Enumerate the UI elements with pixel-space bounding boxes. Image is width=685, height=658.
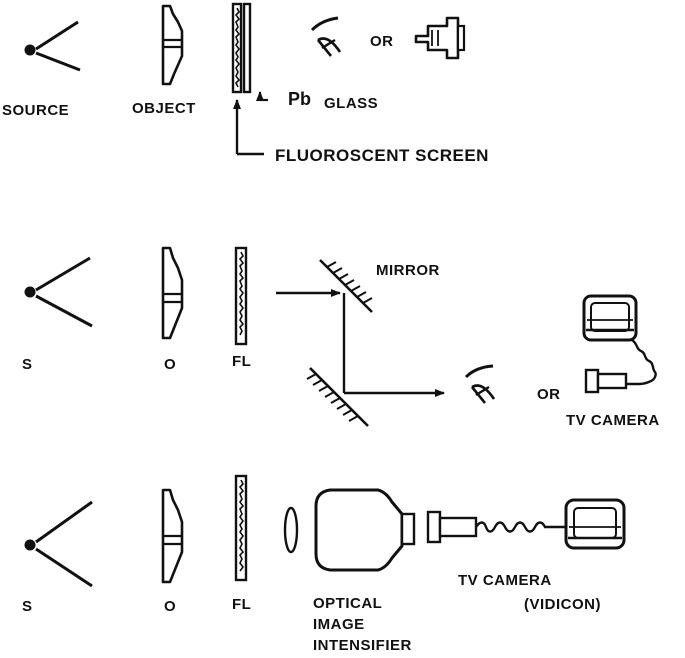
object-icon <box>161 4 184 86</box>
or-label: OR <box>370 33 394 50</box>
optical-label: OPTICAL <box>313 595 383 612</box>
source-label: SOURCE <box>2 102 70 119</box>
source-abbrev-label: S <box>22 356 33 373</box>
fluorescent-screen-pointer <box>233 99 264 156</box>
object-label: OBJECT <box>132 100 196 117</box>
fluorescent-screen-icon <box>234 246 248 346</box>
mirror-icon <box>306 367 369 427</box>
fluorescent-screen-icon <box>231 2 252 94</box>
image-label: IMAGE <box>313 616 365 633</box>
fluorescent-abbrev-label: FL <box>232 596 252 613</box>
object-icon <box>161 488 184 584</box>
source-icon <box>24 500 93 588</box>
lens-icon <box>283 506 299 554</box>
tv-monitor-icon <box>564 498 626 550</box>
object-abbrev-label: O <box>164 356 177 373</box>
mirror-icon <box>319 259 373 313</box>
camera-icon <box>584 368 628 394</box>
source-icon <box>24 20 81 72</box>
intensifier-label: INTENSIFIER <box>313 637 412 654</box>
pb-label: Pb <box>288 89 312 109</box>
vidicon-label: (VIDICON) <box>524 596 601 613</box>
or-label: OR <box>537 386 561 403</box>
mirror-label: MIRROR <box>376 262 440 279</box>
camera-icon <box>414 16 466 60</box>
camera-icon <box>426 510 478 544</box>
tv-camera-label: TV CAMERA <box>566 412 660 429</box>
eye-icon <box>464 364 496 404</box>
object-abbrev-label: O <box>164 598 177 615</box>
fluoroscent-screen-label: FLUOROSCENT SCREEN <box>275 146 489 165</box>
object-icon <box>161 246 184 340</box>
glass-pointer <box>256 91 268 102</box>
image-intensifier-icon <box>314 488 416 572</box>
light-path <box>276 289 445 397</box>
tv-monitor-icon <box>582 294 638 342</box>
camera-cable <box>626 339 657 386</box>
eye-icon <box>310 16 342 57</box>
source-icon <box>24 256 93 328</box>
glass-label: GLASS <box>324 95 379 112</box>
fluorescent-abbrev-label: FL <box>232 353 252 370</box>
fluorescent-screen-icon <box>234 474 248 582</box>
tv-camera-label: TV CAMERA <box>458 572 552 589</box>
camera-cable <box>475 521 568 533</box>
source-abbrev-label: S <box>22 598 33 615</box>
